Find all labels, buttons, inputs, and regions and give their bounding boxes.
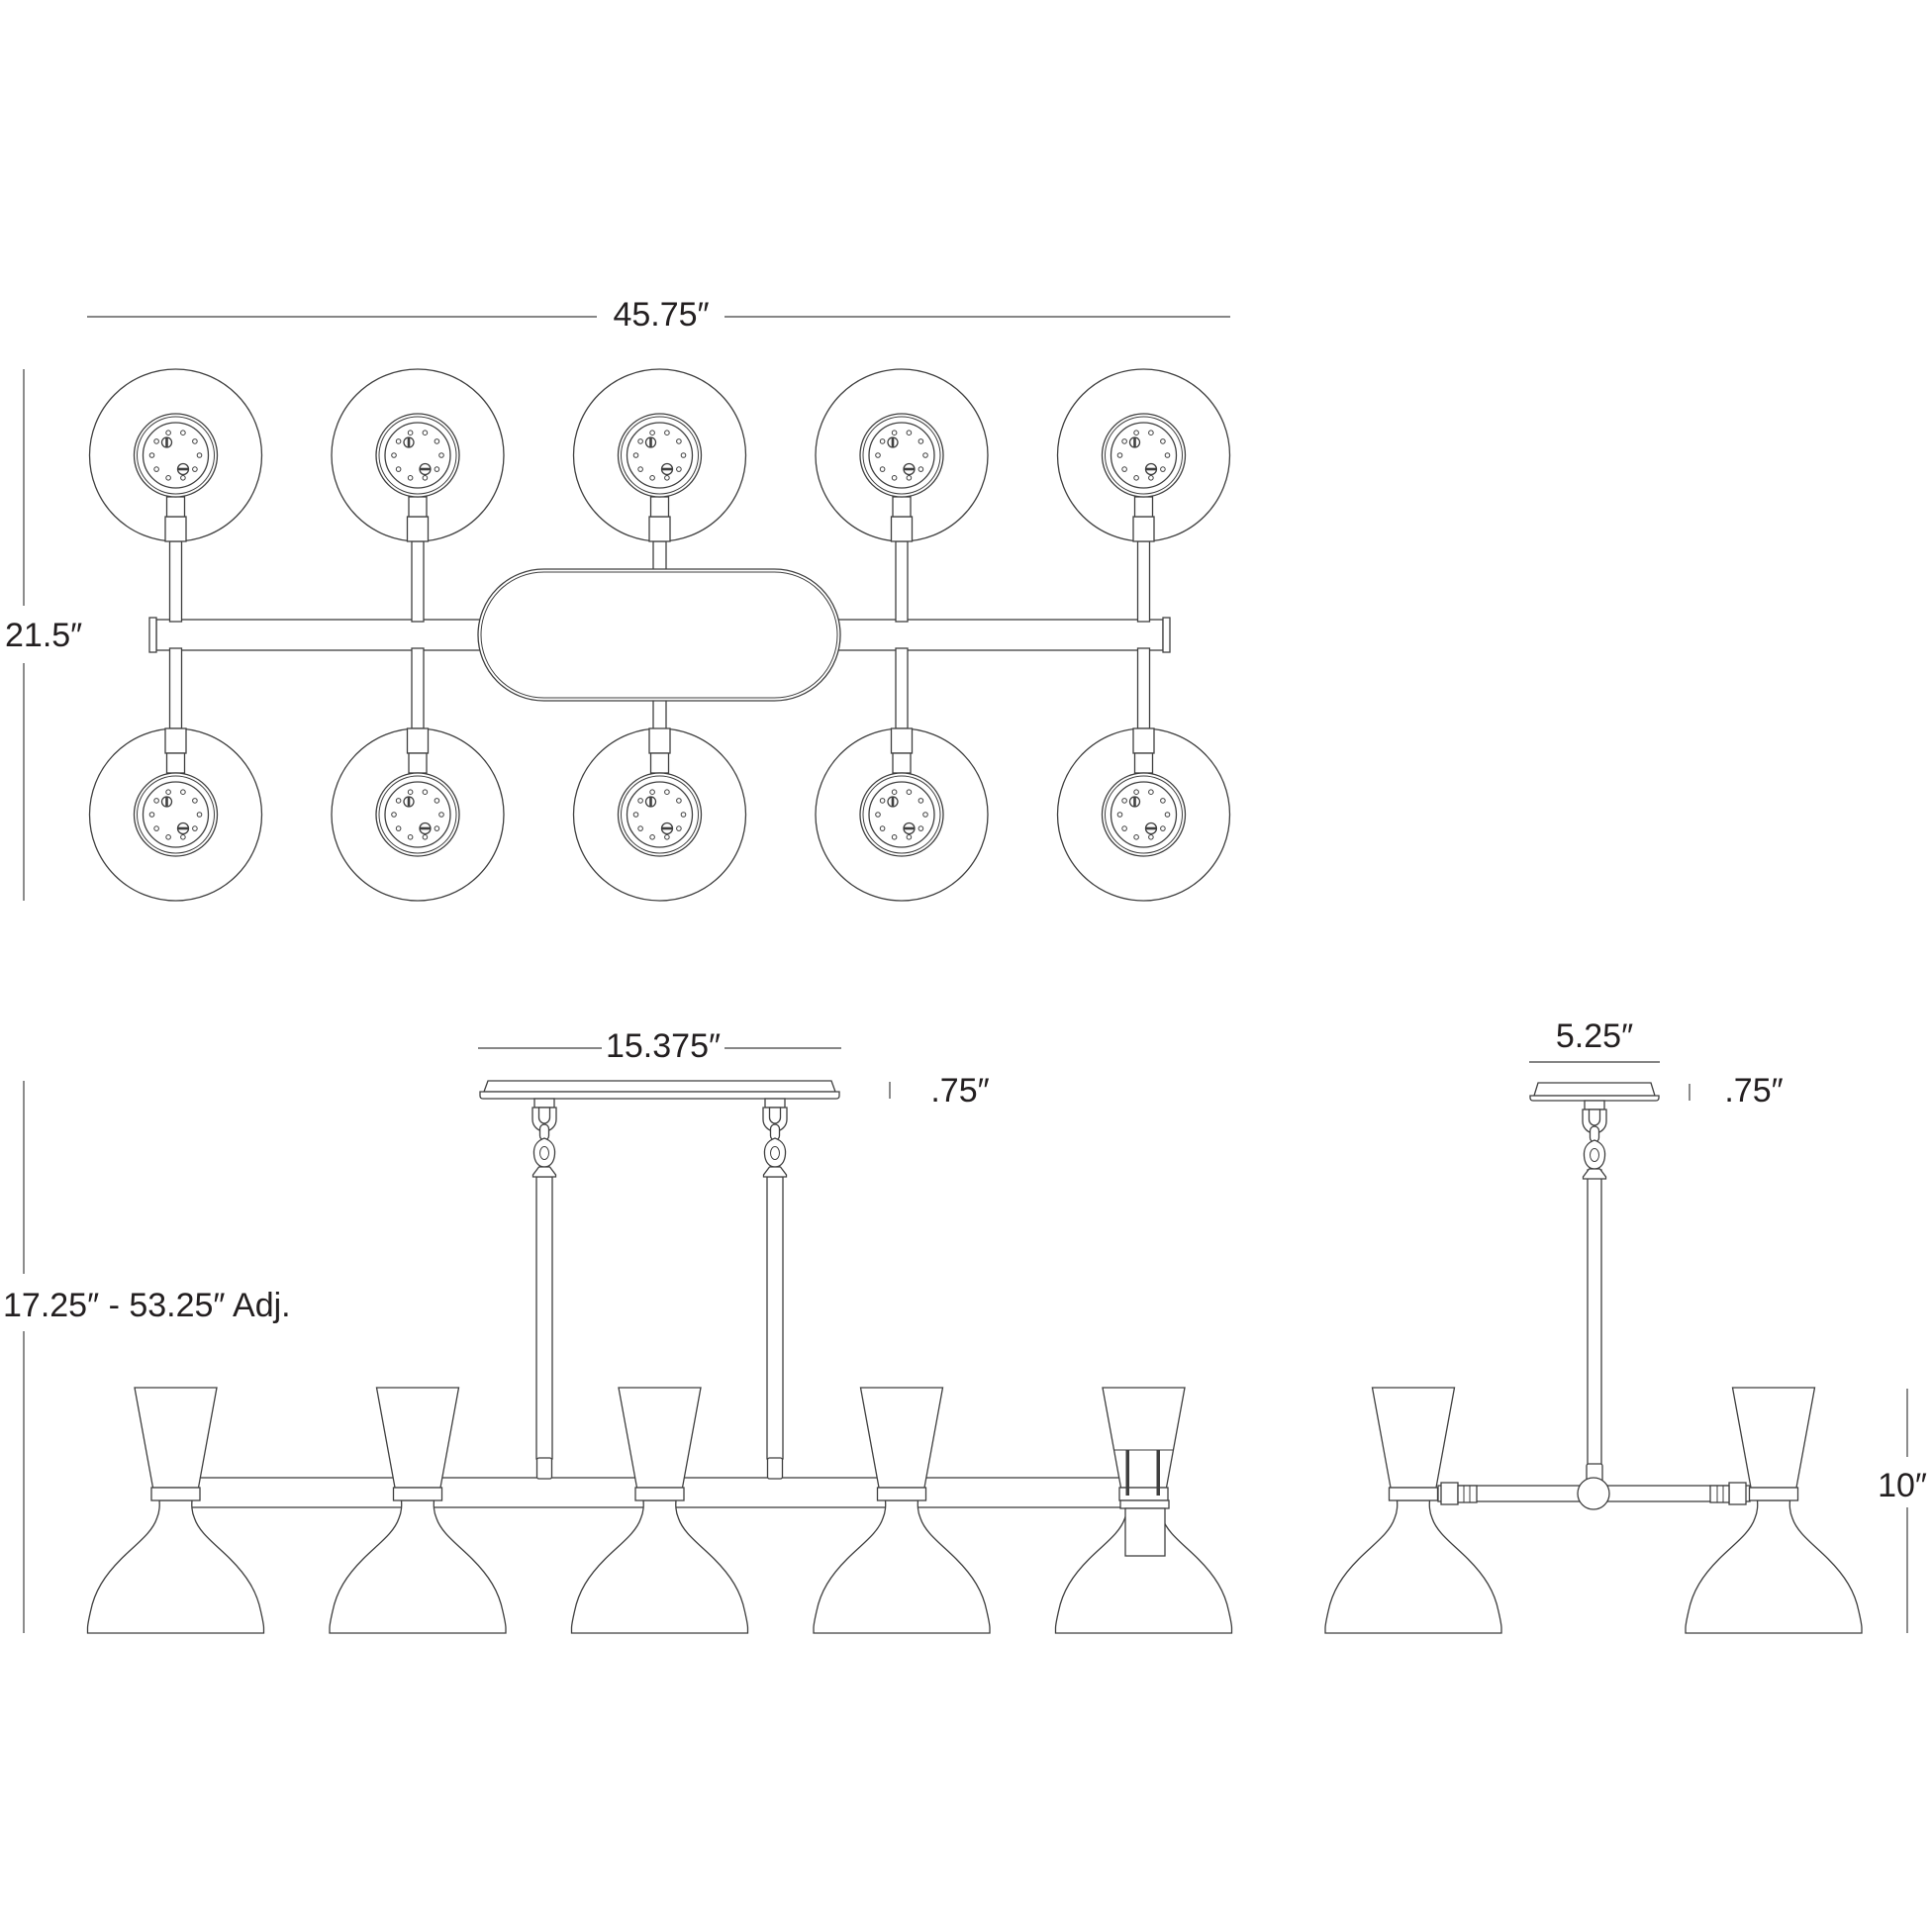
plan-stem [406, 647, 430, 774]
plan-stem [890, 496, 914, 623]
plan-hub-plate [374, 412, 461, 499]
plan-stem [890, 647, 914, 774]
plan-hub-plate [858, 412, 945, 499]
front-shade [329, 1387, 507, 1634]
plan-width-label: 45.75″ [613, 296, 709, 334]
side-hanger [1582, 1100, 1607, 1180]
front-view: 15.375″ .75″ 17.25″ - 53.25″ Adj. [3, 1027, 1233, 1634]
front-shade [813, 1387, 991, 1634]
plan-depth-dimension: 21.5″ [5, 369, 82, 901]
front-hanger [531, 1098, 557, 1178]
side-shade [1324, 1387, 1502, 1634]
plan-canopy-plate [477, 568, 841, 702]
front-canopy-width-label: 15.375″ [606, 1027, 721, 1065]
front-height-dimension: 17.25″ - 53.25″ Adj. [3, 1081, 291, 1633]
plan-view: 45.75″ 21.5″ [5, 296, 1231, 902]
plan-depth-label: 21.5″ [5, 617, 82, 654]
side-canopy-height-label: .75″ [1724, 1072, 1783, 1110]
plan-stem [1132, 647, 1155, 774]
front-canopy [479, 1080, 840, 1100]
front-rod-sleeves [535, 1457, 784, 1480]
side-view: 5.25″ .75″ 10″ [1324, 1017, 1927, 1634]
plan-hub-plate [617, 771, 703, 858]
plan-hub-plate [617, 412, 703, 499]
side-canopy-width-dimension: 5.25″ [1529, 1017, 1660, 1063]
plan-hub-plate [374, 771, 461, 858]
side-shade [1685, 1387, 1863, 1634]
plan-stem [1132, 496, 1155, 623]
plan-stem-center [648, 496, 671, 774]
plan-width-dimension: 45.75″ [87, 296, 1230, 334]
plan-hub-plate [1101, 412, 1187, 499]
front-socket-detail [1114, 1449, 1174, 1557]
plan-stem [406, 496, 430, 623]
side-stem [1577, 1169, 1610, 1510]
side-hub-ball [1577, 1477, 1610, 1510]
front-height-label: 17.25″ - 53.25″ Adj. [3, 1287, 291, 1324]
side-canopy [1529, 1082, 1660, 1102]
plan-hub-plate [1101, 771, 1187, 858]
side-shade-height-label: 10″ [1878, 1467, 1927, 1504]
side-shade-height-dimension: 10″ [1878, 1389, 1927, 1633]
plan-hub-plate [858, 771, 945, 858]
plan-hub-plate [133, 771, 219, 858]
plan-stem [164, 647, 187, 774]
front-shade [86, 1387, 265, 1634]
side-canopy-height-dimension: .75″ [1689, 1072, 1784, 1110]
front-canopy-width-dimension: 15.375″ [478, 1027, 841, 1065]
side-arm-couplers [1440, 1482, 1747, 1505]
plan-stem [164, 496, 187, 623]
front-hanger [762, 1098, 788, 1178]
side-canopy-width-label: 5.25″ [1556, 1017, 1633, 1055]
plan-hub-plate [133, 412, 219, 499]
front-canopy-height-label: .75″ [930, 1072, 989, 1110]
front-shade [570, 1387, 749, 1634]
front-canopy-height-dimension: .75″ [889, 1072, 990, 1110]
